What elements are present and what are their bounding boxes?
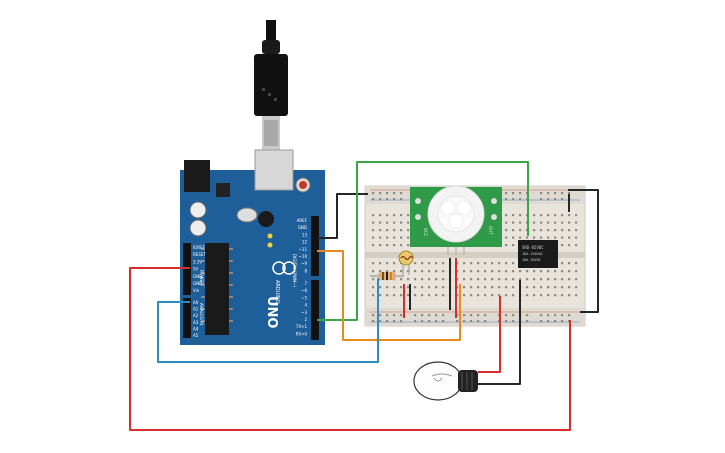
pin-label: RX<0	[296, 331, 308, 336]
photoresistor[interactable]	[398, 250, 414, 275]
wire-black-right-rail[interactable]	[568, 189, 599, 313]
pin-label: 2	[304, 317, 307, 322]
wire-black-lamp[interactable]	[478, 280, 521, 385]
pir-left-pin-label: VCC	[423, 228, 428, 237]
relay-label-3: 10A 30VDC	[522, 258, 541, 262]
pin-label: A0	[193, 300, 199, 305]
pin-label: ~9	[301, 261, 307, 266]
pin-label: Vin	[193, 288, 200, 293]
relay-label-2: 10A 250VAC	[522, 252, 543, 256]
pin-label: ~11	[299, 247, 308, 252]
digital-header-label: DIGITAL (PWM~)	[292, 254, 297, 288]
wire-red-5v[interactable]	[129, 267, 571, 431]
pin-label: ~3	[301, 310, 307, 315]
analog-header-label: ANALOG IN	[199, 303, 204, 325]
relay-label-1: SRD-05VDC	[522, 245, 544, 250]
pin-label: 7	[304, 281, 307, 286]
pin-label: GND	[193, 274, 202, 279]
digital-pin-labels-upper: AREF GND 13 12 ~11 ~10 ~9 8	[297, 218, 308, 273]
pin-label: IOREF	[193, 245, 206, 250]
power-header-label: POWER	[199, 270, 204, 285]
pin-label: 3.3V	[193, 259, 202, 264]
light-bulb[interactable]	[413, 361, 478, 401]
pin-label: RESET	[193, 252, 206, 257]
pin-label: 8	[304, 268, 307, 273]
pin-label: GND	[298, 225, 307, 230]
usb-cable[interactable]	[254, 20, 288, 150]
arduino-uno-board[interactable]: ARDUINO UNO POWER ANALOG IN DIGITAL (PWM…	[180, 149, 325, 345]
digital-pin-labels-lower: 7 ~6 ~5 4 ~3 2TX>1RX<0	[295, 281, 308, 336]
pin-label: 13	[302, 232, 308, 237]
wires	[129, 161, 599, 431]
wire-gnd-black[interactable]	[317, 193, 368, 239]
pin-label: TX>1	[295, 324, 308, 329]
pin-label: 12	[302, 240, 308, 245]
pin-label: 5V	[193, 267, 199, 272]
relay-module[interactable]: SRD-05VDC 10A 250VAC 10A 30VDC	[518, 240, 558, 268]
wire-red-lamp[interactable]	[478, 296, 501, 373]
pin-label: AREF	[297, 218, 308, 223]
board-brand-label: ARDUINO	[274, 280, 280, 304]
pin-label: ~5	[301, 295, 307, 300]
pin-label: ~10	[299, 254, 308, 259]
pin-label: A5	[193, 333, 199, 338]
pin-label: 4	[304, 303, 307, 308]
pin-label: GND	[193, 281, 202, 286]
pin-label: A1	[193, 307, 199, 312]
resistor[interactable]	[370, 272, 404, 280]
pir-motion-sensor[interactable]: VCC OUT	[410, 185, 502, 255]
power-pin-labels: IOREF RESET 3.3V 5V GND GND Vin	[193, 245, 206, 293]
pir-right-pin-label: OUT	[488, 226, 493, 235]
board-name-label: UNO	[264, 296, 279, 329]
pin-label: A4	[193, 326, 199, 331]
wire-orange-signal[interactable]	[317, 250, 461, 341]
pin-label: A2	[193, 313, 199, 318]
wire-blue-analog[interactable]	[157, 278, 379, 363]
pin-label: ~6	[301, 288, 307, 293]
pin-label: A3	[193, 320, 199, 325]
